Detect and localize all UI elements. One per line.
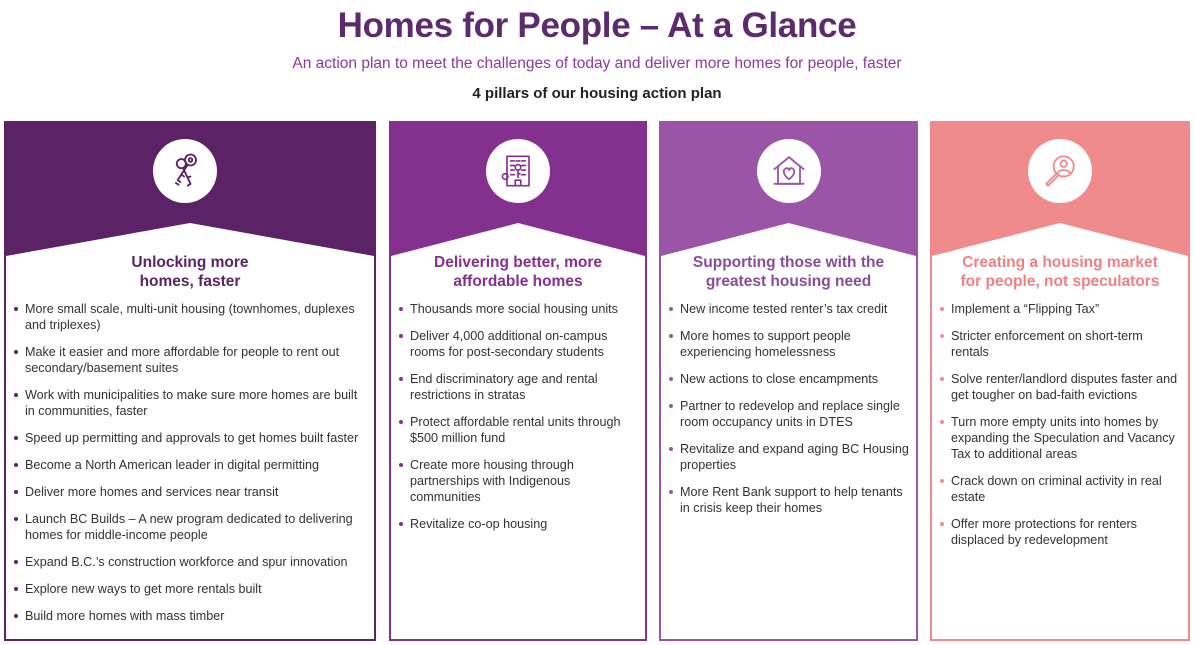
list-item: Expand B.C.’s construction workforce and…	[14, 554, 368, 570]
pillar-title-line1: Delivering better, more	[434, 254, 602, 271]
pillar-card-unlocking-homes: Unlocking more homes, faster More small …	[4, 121, 376, 641]
list-item: New income tested renter’s tax credit	[669, 301, 910, 317]
list-item: Turn more empty units into homes by expa…	[940, 414, 1182, 462]
pillar-card-affordable-homes: Delivering better, more affordable homes…	[389, 121, 647, 641]
list-item: Revitalize and expand aging BC Housing p…	[669, 441, 910, 473]
list-item: Offer more protections for renters displ…	[940, 516, 1182, 548]
keys-icon	[153, 139, 217, 203]
pillar-title-line2: homes, faster	[139, 273, 241, 290]
list-item: Protect affordable rental units through …	[399, 414, 639, 446]
list-item: Revitalize co-op housing	[399, 516, 639, 532]
pillar-title: Delivering better, more affordable homes	[401, 253, 635, 291]
list-item: Deliver 4,000 additional on-campus rooms…	[399, 328, 639, 360]
list-item: Explore new ways to get more rentals bui…	[14, 581, 368, 597]
pillar-title-line2: affordable homes	[453, 273, 583, 290]
building-key-icon	[486, 139, 550, 203]
list-item: Crack down on criminal activity in real …	[940, 473, 1182, 505]
house-heart-icon	[757, 139, 821, 203]
list-item: More small scale, multi-unit housing (to…	[14, 301, 368, 333]
list-item: Work with municipalities to make sure mo…	[14, 387, 368, 419]
magnifier-person-icon	[1028, 139, 1092, 203]
list-item: Deliver more homes and services near tra…	[14, 484, 368, 500]
list-item: Become a North American leader in digita…	[14, 457, 368, 473]
pillar-title: Supporting those with the greatest housi…	[671, 253, 906, 291]
list-item: More homes to support people experiencin…	[669, 328, 910, 360]
pillar-title-line1: Creating a housing market	[962, 254, 1158, 271]
pillars-heading: 4 pillars of our housing action plan	[472, 85, 722, 102]
pillar-item-list: Thousands more social housing units Deli…	[399, 301, 639, 543]
pillar-title-line2: greatest housing need	[705, 273, 872, 290]
list-item: Make it easier and more affordable for p…	[14, 344, 368, 376]
list-item: Partner to redevelop and replace single …	[669, 398, 910, 430]
pillar-title-line1: Unlocking more	[131, 254, 249, 271]
list-item: Stricter enforcement on short-term renta…	[940, 328, 1182, 360]
list-item: Solve renter/landlord disputes faster an…	[940, 371, 1182, 403]
list-item: Build more homes with mass timber	[14, 608, 368, 624]
pillar-title: Creating a housing market for people, no…	[942, 253, 1178, 291]
pillar-title: Unlocking more homes, faster	[16, 253, 364, 291]
pillar-item-list: Implement a “Flipping Tax” Stricter enfo…	[940, 301, 1182, 559]
list-item: Launch BC Builds – A new program dedicat…	[14, 511, 368, 543]
list-item: Create more housing through partnerships…	[399, 457, 639, 505]
pillar-card-housing-market: Creating a housing market for people, no…	[930, 121, 1190, 641]
pillar-header-band	[391, 123, 645, 258]
pillar-title-line2: for people, not speculators	[960, 273, 1160, 290]
page-title: Homes for People – At a Glance	[337, 6, 857, 45]
page-subtitle: An action plan to meet the challenges of…	[292, 55, 902, 72]
pillar-item-list: More small scale, multi-unit housing (to…	[14, 301, 368, 635]
pillar-header-band	[932, 123, 1188, 258]
list-item: Thousands more social housing units	[399, 301, 639, 317]
list-item: Speed up permitting and approvals to get…	[14, 430, 368, 446]
pillar-title-line1: Supporting those with the	[692, 254, 885, 271]
list-item: Implement a “Flipping Tax”	[940, 301, 1182, 317]
list-item: More Rent Bank support to help tenants i…	[669, 484, 910, 516]
pillar-header-band	[661, 123, 916, 258]
pillar-card-housing-need: Supporting those with the greatest housi…	[659, 121, 918, 641]
pillar-header-band	[6, 123, 374, 258]
list-item: New actions to close encampments	[669, 371, 910, 387]
pillar-item-list: New income tested renter’s tax credit Mo…	[669, 301, 910, 527]
list-item: End discriminatory age and rental restri…	[399, 371, 639, 403]
